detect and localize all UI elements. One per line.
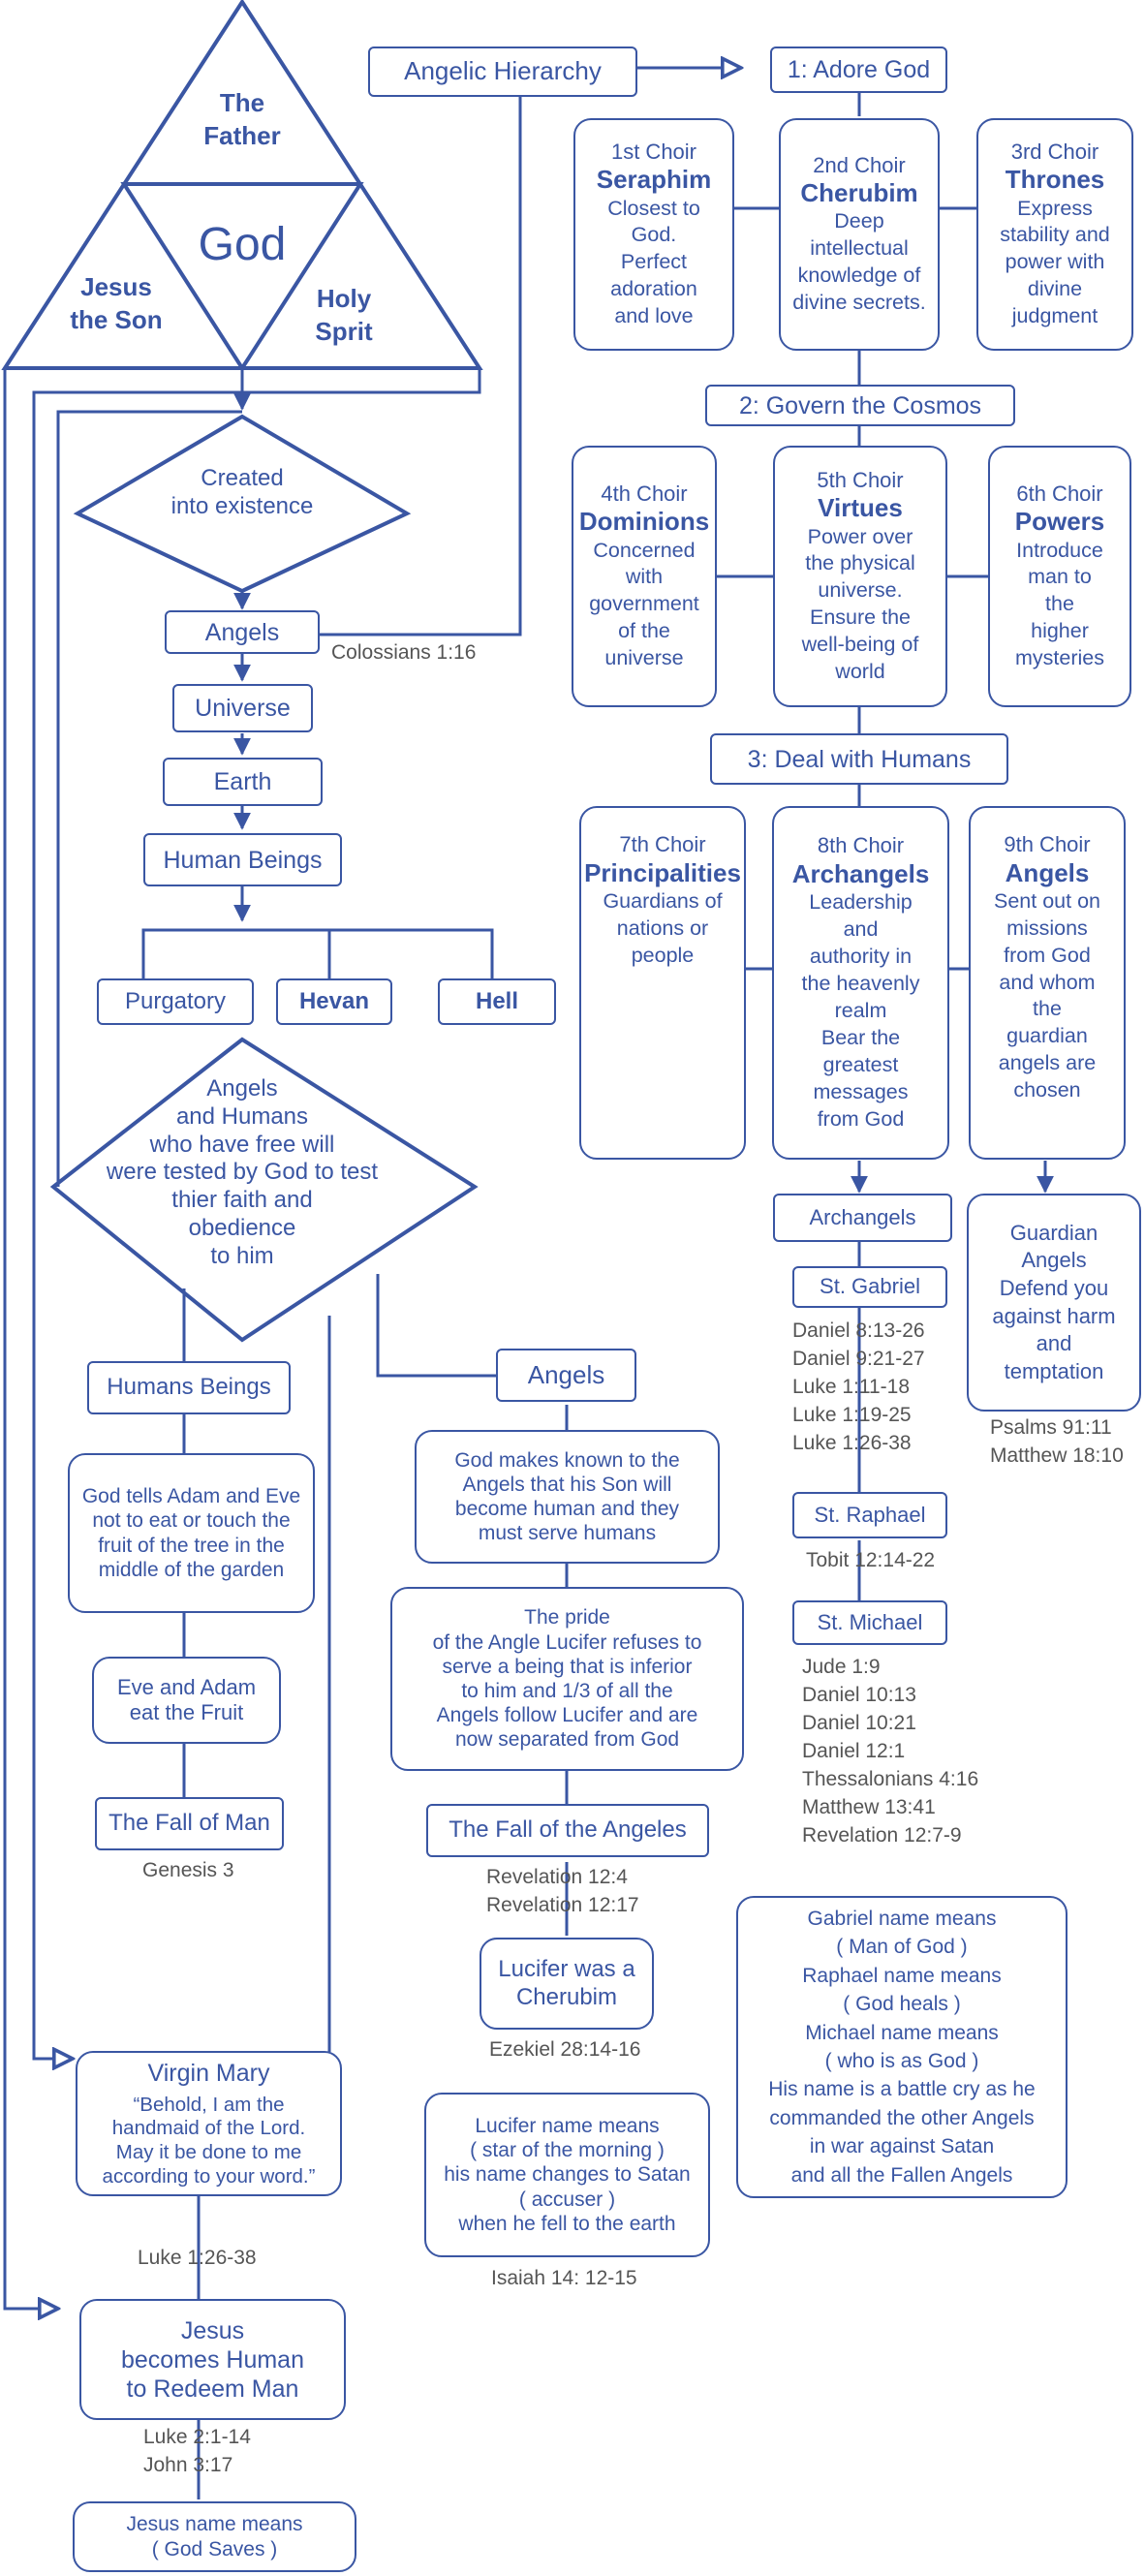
destiny-purgatory: Purgatory [97,978,254,1025]
test-label: Angels and Humans who have free will wer… [106,1075,379,1269]
lucifer-name-box: Lucifer name means ( star of the morning… [424,2093,710,2257]
angelic-hierarchy-title: Angelic Hierarchy [368,47,637,97]
creation-angels: Angels [165,610,320,654]
humans-command-box: God tells Adam and Eve not to eat or tou… [68,1453,315,1613]
angels-known-box: God makes known to the Angels that his S… [415,1430,720,1564]
destiny-heaven: Hevan [276,978,392,1025]
st-raphael-box: St. Raphael [792,1492,947,1538]
virgin-mary-box: Virgin Mary “Behold, I am the handmaid o… [76,2051,342,2196]
colossians-ref: Colossians 1:16 [331,641,477,664]
jesus-refs: Luke 2:1-14 John 3:17 [143,2426,251,2476]
humans-beings-box: Humans Beings [87,1361,291,1414]
group-govern-cosmos: 2: Govern the Cosmos [705,385,1015,426]
trinity-father-label: The Father [203,88,281,150]
creation-universe: Universe [172,684,313,732]
fall-of-man-box: The Fall of Man [95,1797,284,1850]
destiny-hell: Hell [438,978,556,1025]
revelation-refs: Revelation 12:4 Revelation 12:17 [486,1866,639,1916]
ezekiel-ref: Ezekiel 28:14-16 [489,2038,641,2061]
st-michael-box: St. Michael [792,1600,947,1645]
trinity-son-label: Jesus the Son [70,272,163,334]
trinity-god-label: God [198,219,287,270]
isaiah-ref: Isaiah 14: 12-15 [491,2267,637,2289]
gabriel-refs: Daniel 8:13-26 Daniel 9:21-27 Luke 1:11-… [792,1319,925,1454]
angels-branch-box: Angels [496,1349,636,1402]
raphael-ref: Tobit 12:14-22 [806,1549,936,1571]
humans-eat-box: Eve and Adam eat the Fruit [92,1657,281,1744]
created-label: Created into existence [170,465,314,519]
creation-human-beings: Human Beings [143,833,342,886]
jesus-human-box: Jesus becomes Human to Redeem Man [79,2299,346,2420]
lucifer-cherubim-box: Lucifer was a Cherubim [480,1938,654,2030]
archangel-names-box: Gabriel name means ( Man of God ) Raphae… [736,1896,1068,2198]
genesis-ref: Genesis 3 [142,1859,234,1881]
jesus-name-box: Jesus name means ( God Saves ) [73,2501,356,2572]
michael-refs: Jude 1:9 Daniel 10:13 Daniel 10:21 Danie… [802,1656,979,1847]
lucifer-pride-box: The pride of the Angle Lucifer refuses t… [390,1587,744,1771]
guardian-angels-box: Guardian Angels Defend you against harm … [967,1194,1141,1412]
trinity-spirit-label: Holy Sprit [315,284,373,346]
st-gabriel-box: St. Gabriel [792,1266,947,1308]
fall-of-angels-box: The Fall of the Angeles [426,1804,709,1857]
group-deal-humans: 3: Deal with Humans [710,733,1008,785]
guardian-refs: Psalms 91:11 Matthew 18:10 [990,1416,1124,1467]
test-diamond [49,1037,479,1343]
luke-mary-ref: Luke 1:26-38 [138,2247,257,2269]
creation-earth: Earth [163,758,323,806]
group-adore-god: 1: Adore God [770,47,947,93]
archangels-box: Archangels [773,1194,952,1242]
